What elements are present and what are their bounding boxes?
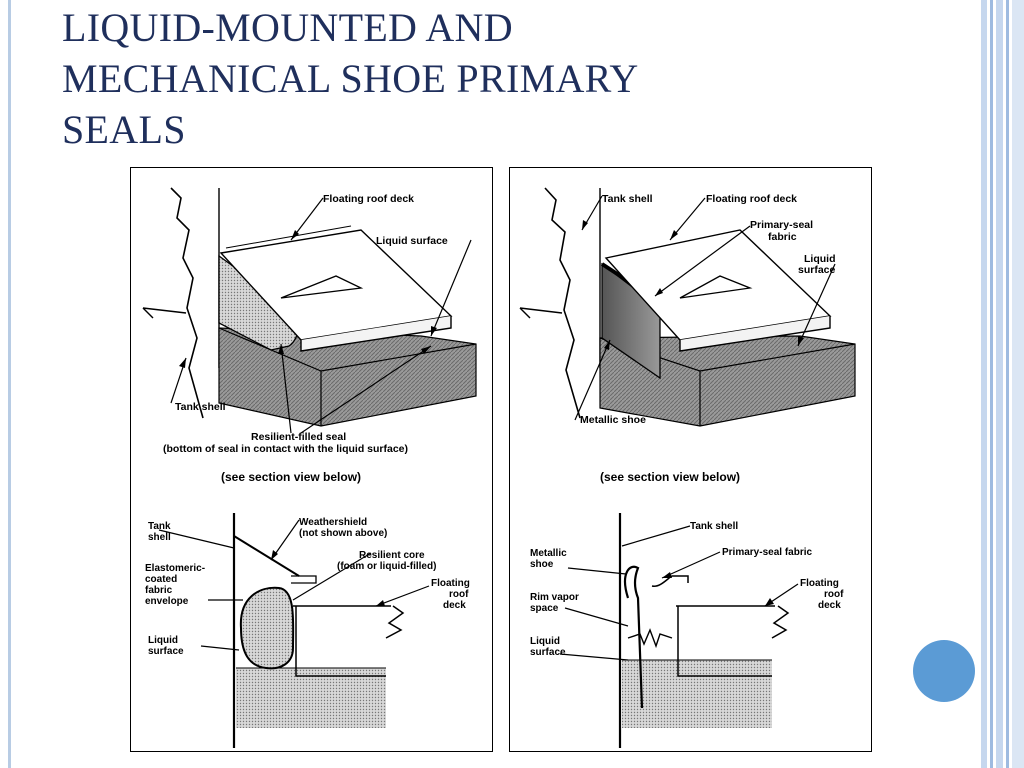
section-label-surface: surface xyxy=(148,646,184,657)
section-primary-fabric xyxy=(651,575,689,587)
label-tank-shell: Tank shell xyxy=(175,401,226,413)
section-label-resilient-core-note: (foam or liquid-filled) xyxy=(337,561,436,572)
right-frame-stripe xyxy=(990,0,993,768)
right-frame-stripe xyxy=(981,0,987,768)
section-label-primary-fabric: Primary-seal fabric xyxy=(722,547,812,558)
section-label-liquid: Liquid xyxy=(148,635,178,646)
right-frame-stripe xyxy=(1006,0,1009,768)
section-metallic-shoe xyxy=(623,565,644,709)
title-line-1: LIQUID-MOUNTED AND xyxy=(62,5,513,50)
tank-shell-outline xyxy=(544,187,581,419)
section-label-weathershield: Weathershield xyxy=(299,517,367,528)
label-surface: surface xyxy=(798,264,836,276)
slide-title: LIQUID-MOUNTED AND MECHANICAL SHOE PRIMA… xyxy=(62,2,782,155)
mechanical-shoe-seal-figure: Tank shell Floating roof deck Primary-se… xyxy=(509,167,872,752)
section-label-shell: shell xyxy=(148,532,171,543)
section-weathershield xyxy=(233,535,300,577)
tank-shell-outline xyxy=(170,187,204,419)
label-floating-roof-deck: Floating roof deck xyxy=(706,193,797,205)
roof-vent-triangle xyxy=(679,275,753,299)
section-resilient-core xyxy=(239,586,295,670)
section-label-envelope-1: Elastomeric- xyxy=(145,563,205,574)
section-label-deck: deck xyxy=(443,600,466,611)
label-floating-roof-deck: Floating roof deck xyxy=(323,193,414,205)
section-liquid xyxy=(236,668,386,728)
section-label-resilient-core: Resilient core xyxy=(359,550,425,561)
label-resilient-seal: Resilient-filled seal xyxy=(251,431,346,443)
liquid-mounted-seal-drawing: Floating roof deck Liquid surface Tank s… xyxy=(142,187,477,748)
right-frame-stripe xyxy=(996,0,1003,768)
section-label-envelope-3: fabric xyxy=(145,585,173,596)
label-primary-fabric-2: fabric xyxy=(768,231,797,243)
label-resilient-seal-note: (bottom of seal in contact with the liqu… xyxy=(163,443,408,455)
section-label-metallic: Metallic xyxy=(530,548,567,559)
left-frame-line xyxy=(8,0,11,768)
label-liquid-surface: Liquid surface xyxy=(376,235,448,247)
section-label-roof: roof xyxy=(449,589,469,600)
section-label-envelope-4: envelope xyxy=(145,596,189,607)
section-label-tank: Tank xyxy=(148,521,171,532)
label-primary-fabric-1: Primary-seal xyxy=(750,219,813,231)
section-label-envelope-2: coated xyxy=(145,574,177,585)
section-label-space: space xyxy=(530,603,559,614)
section-rim-vapor xyxy=(627,628,673,649)
section-label-weathershield-note: (not shown above) xyxy=(299,528,387,539)
section-label-liquid: Liquid xyxy=(530,636,560,647)
section-liquid xyxy=(622,660,772,728)
mechanical-shoe-seal-drawing: Tank shell Floating roof deck Primary-se… xyxy=(519,187,856,748)
caption-see-section: (see section view below) xyxy=(600,470,740,484)
section-floating-deck xyxy=(293,605,405,677)
accent-circle xyxy=(913,640,975,702)
section-label-shoe: shoe xyxy=(530,559,554,570)
liquid-mounted-seal-figure: Floating roof deck Liquid surface Tank s… xyxy=(130,167,493,752)
section-floating-deck xyxy=(676,605,790,677)
section-label-floating: Floating xyxy=(431,578,470,589)
title-line-2: MECHANICAL SHOE PRIMARY xyxy=(62,56,639,101)
label-metallic-shoe: Metallic shoe xyxy=(580,414,646,426)
section-label-surface: surface xyxy=(530,647,566,658)
section-label-rim-vapor: Rim vapor xyxy=(530,592,579,603)
section-label-roof: roof xyxy=(824,589,844,600)
title-line-3: SEALS xyxy=(62,107,186,152)
roof-vent-triangle xyxy=(280,275,364,299)
label-tank-shell: Tank shell xyxy=(602,193,653,205)
label-liquid: Liquid xyxy=(804,253,836,265)
section-label-deck: deck xyxy=(818,600,841,611)
caption-see-section: (see section view below) xyxy=(221,470,361,484)
right-frame-stripe xyxy=(1012,0,1024,768)
section-label-floating: Floating xyxy=(800,578,839,589)
section-label-tank-shell: Tank shell xyxy=(690,521,738,532)
